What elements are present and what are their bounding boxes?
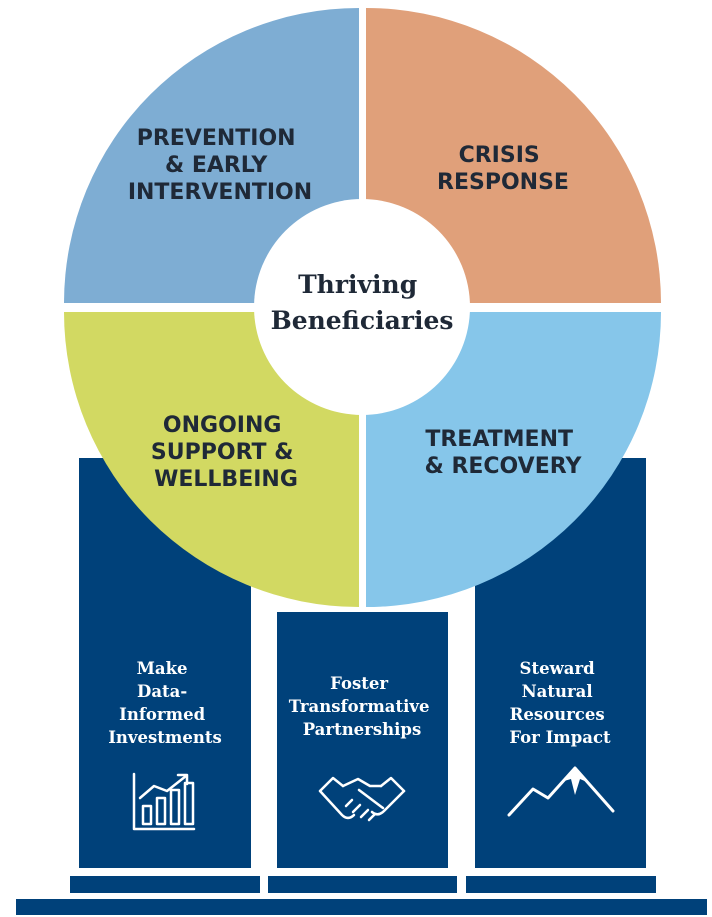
quadrant-prevention	[64, 8, 359, 303]
handshake-icon	[318, 776, 406, 822]
quadrant-label-crisis: CRISIS RESPONSE	[437, 143, 569, 195]
bar-chart-icon	[132, 772, 196, 831]
quadrant-label-treatment: TREATMENT & RECOVERY	[425, 427, 583, 479]
base-step-right	[466, 876, 656, 893]
pillar-label-partnerships: Foster Transformative Partnerships	[289, 674, 435, 739]
pillar-partnerships	[277, 612, 448, 868]
quadrant-label-prevention: PREVENTION & EARLY INTERVENTION	[128, 126, 312, 205]
quadrant-crisis	[366, 8, 661, 303]
mountain-icon	[507, 766, 615, 817]
base-step-left	[70, 876, 260, 893]
center-label: Thriving Beneficiaries	[271, 270, 454, 335]
base-step-middle	[268, 876, 457, 893]
center-circle	[254, 199, 470, 415]
pillar-label-natural-resources: Steward Natural Resources For Impact	[509, 659, 611, 747]
base	[16, 876, 707, 915]
quadrant-ongoing	[64, 312, 359, 607]
quadrant-label-ongoing: ONGOING SUPPORT & WELLBEING	[151, 413, 301, 492]
pillar-label-data-informed: Make Data- Informed Investments	[108, 659, 222, 747]
base-foundation	[16, 899, 707, 915]
circle	[64, 8, 661, 607]
quadrant-treatment	[366, 312, 661, 607]
